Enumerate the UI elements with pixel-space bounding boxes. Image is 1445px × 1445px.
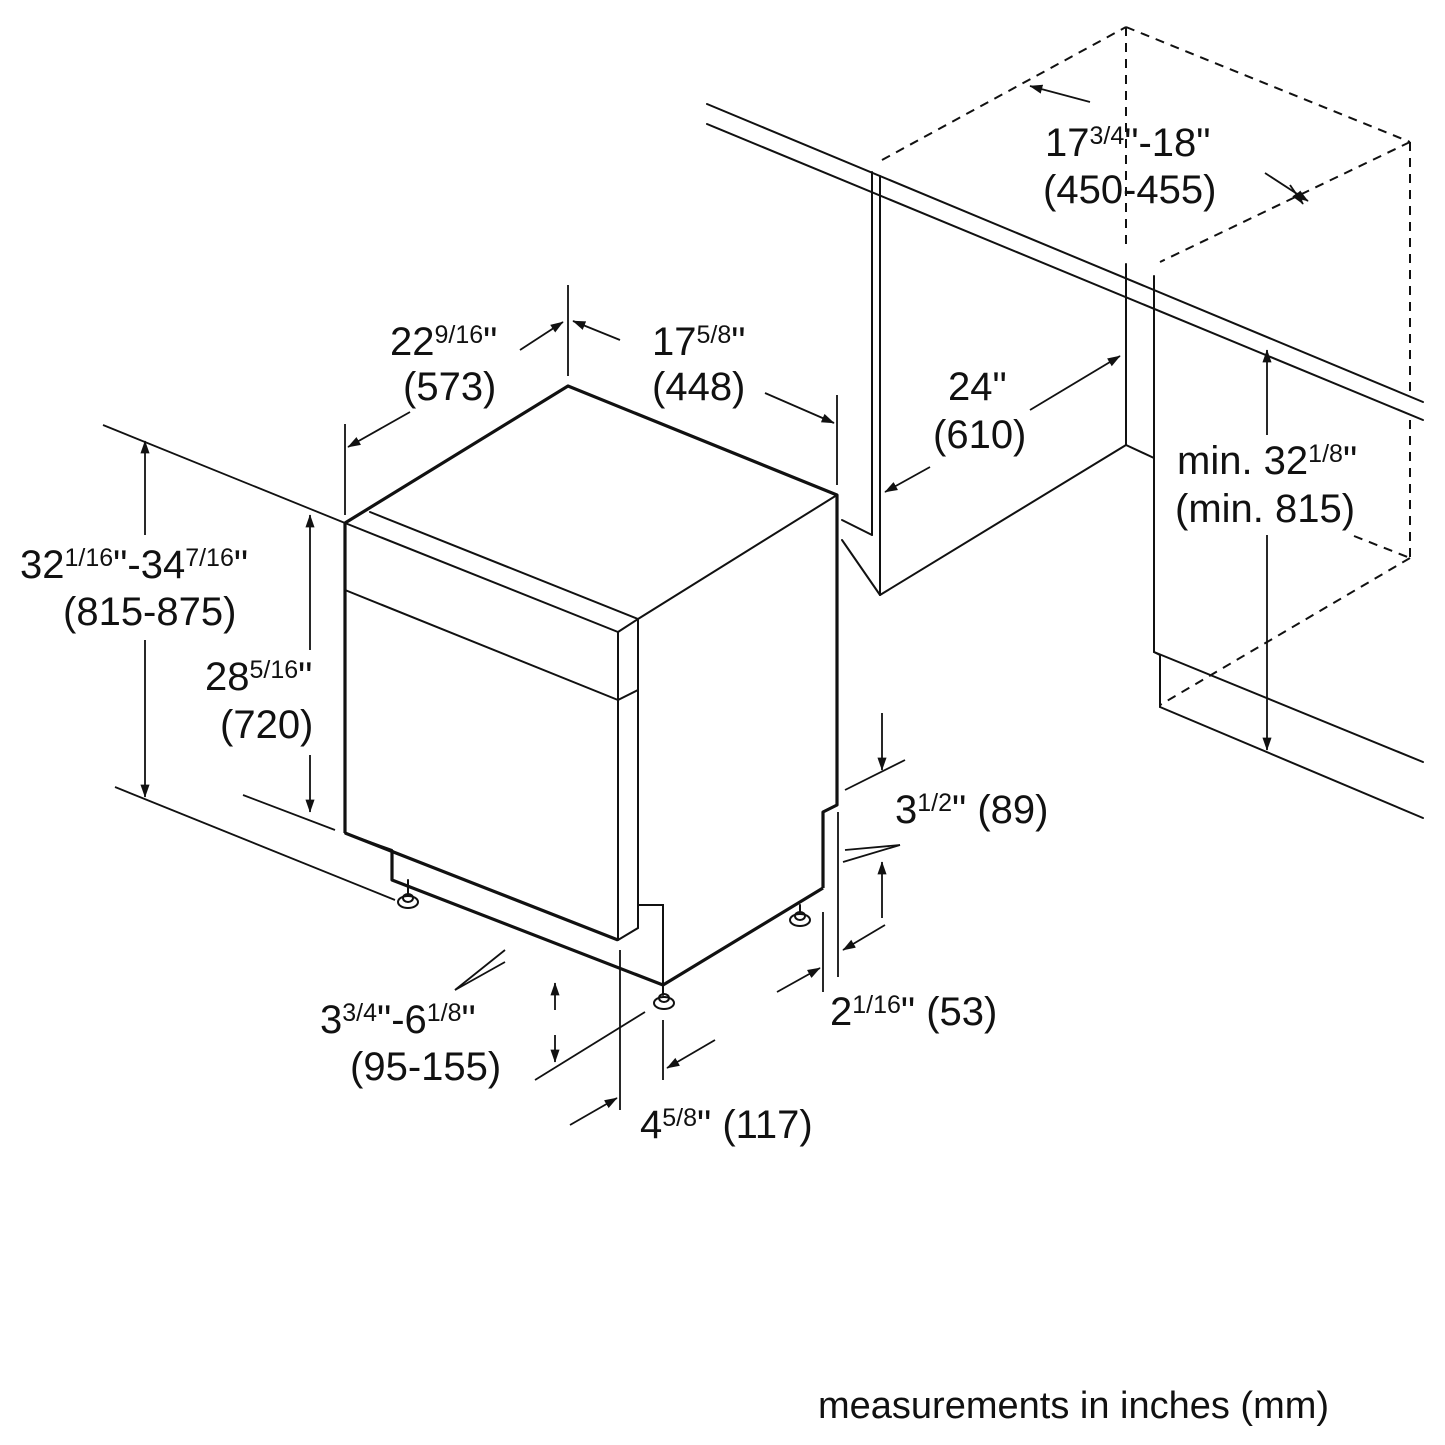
foot-icon xyxy=(397,879,419,909)
label-appliance-width-metric: (448) xyxy=(652,365,745,409)
label-door-height-metric: (720) xyxy=(220,703,313,747)
foot-icon xyxy=(653,984,675,1010)
dimension-lines xyxy=(102,84,1309,1126)
label-min-height: min. 321/8" xyxy=(1177,439,1357,483)
label-toe-kick-height: 31/2" (89) xyxy=(895,788,1048,832)
label-appliance-depth: 229/16" xyxy=(390,320,497,364)
label-cabinet-depth-metric: (610) xyxy=(933,413,1026,457)
label-appliance-width: 175/8" xyxy=(652,320,745,364)
label-opening-depth-metric: (450-455) xyxy=(1043,168,1216,212)
dishwasher-drawing xyxy=(343,384,839,1010)
label-foot-height: 33/4"-61/8" xyxy=(320,998,476,1042)
label-cabinet-depth: 24" xyxy=(948,365,1007,409)
label-door-height: 285/16" xyxy=(205,655,312,699)
label-overall-height-metric: (815-875) xyxy=(63,590,236,634)
label-foot-height-metric: (95-155) xyxy=(350,1045,501,1089)
foot-icon xyxy=(789,904,811,927)
measurement-units-note: measurements in inches (mm) xyxy=(818,1385,1329,1427)
label-min-height-metric: (min. 815) xyxy=(1175,487,1355,531)
label-appliance-depth-metric: (573) xyxy=(403,365,496,409)
label-foot-setback: 45/8" (117) xyxy=(640,1103,813,1147)
label-toe-kick-depth: 21/16" (53) xyxy=(830,990,997,1034)
label-opening-depth: 173/4"-18" xyxy=(1045,121,1210,165)
label-overall-height: 321/16"-347/16" xyxy=(20,543,248,587)
cabinet-drawing xyxy=(706,26,1424,819)
